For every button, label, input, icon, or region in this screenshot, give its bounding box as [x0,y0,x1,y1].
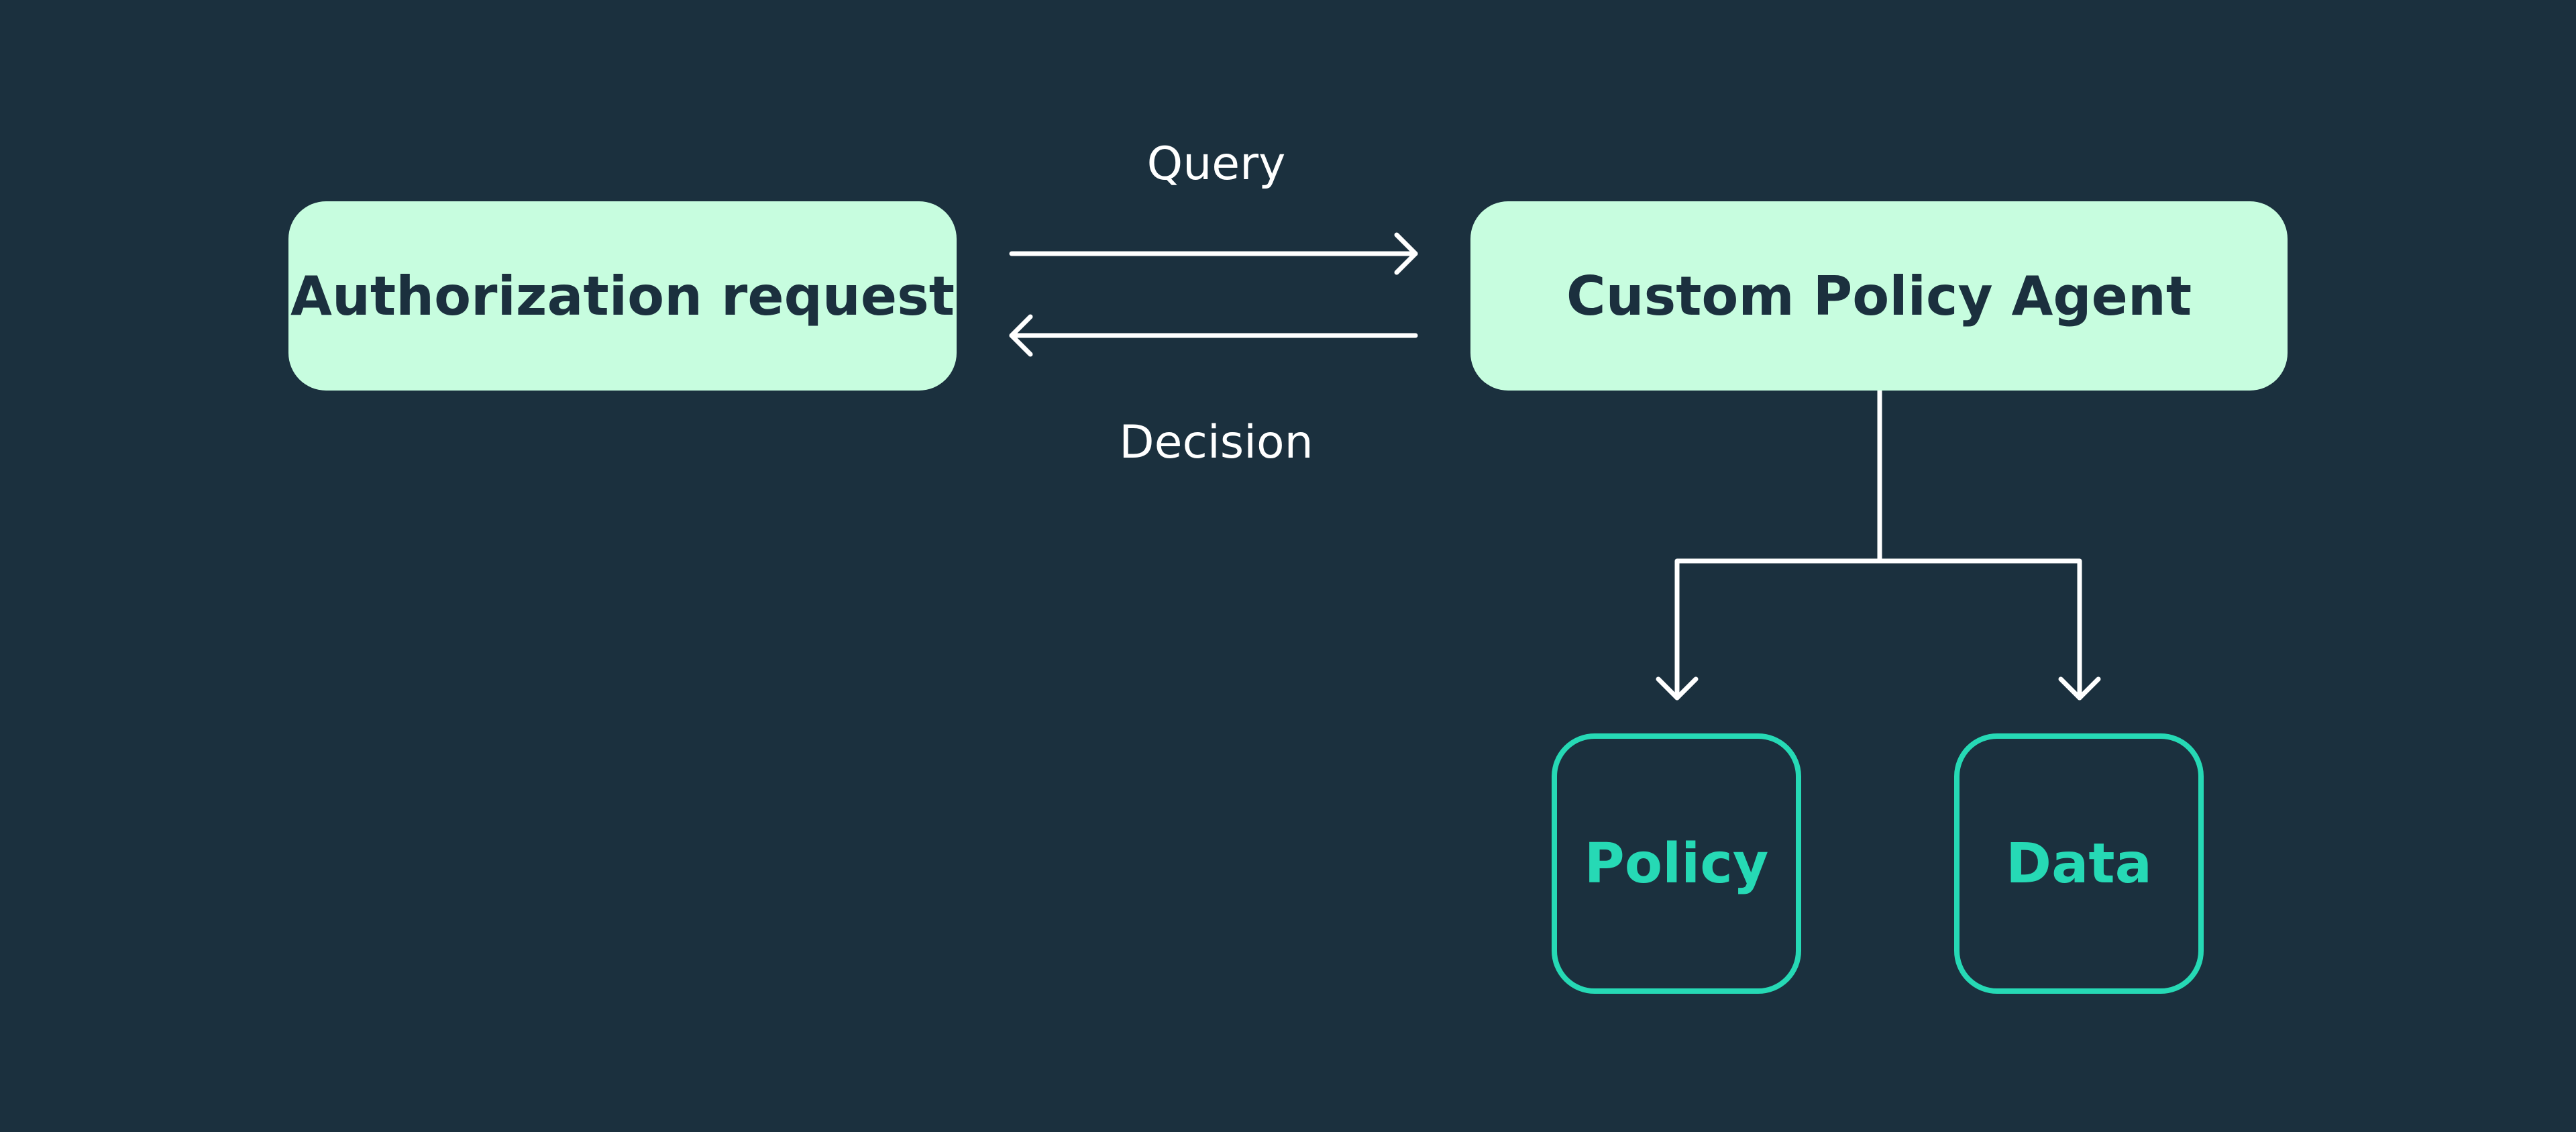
query-edge-label: Query [1146,138,1286,191]
policy-arrowhead [1656,676,1699,701]
policy-label: Policy [1584,831,1769,896]
query-arrow [1009,232,1418,275]
decision-arrow [1009,314,1418,357]
custom-policy-agent-label: Custom Policy Agent [1566,264,2192,327]
decision-edge-label: Decision [1119,416,1313,469]
data-node: Data [1954,733,2204,994]
branch-connector [1674,388,2082,701]
custom-policy-agent-node: Custom Policy Agent [1470,201,2288,391]
data-arrowhead [2058,676,2101,701]
authorization-request-label: Authorization request [290,264,955,327]
policy-node: Policy [1552,733,1801,994]
authorization-request-node: Authorization request [288,201,957,391]
data-label: Data [2006,831,2152,896]
